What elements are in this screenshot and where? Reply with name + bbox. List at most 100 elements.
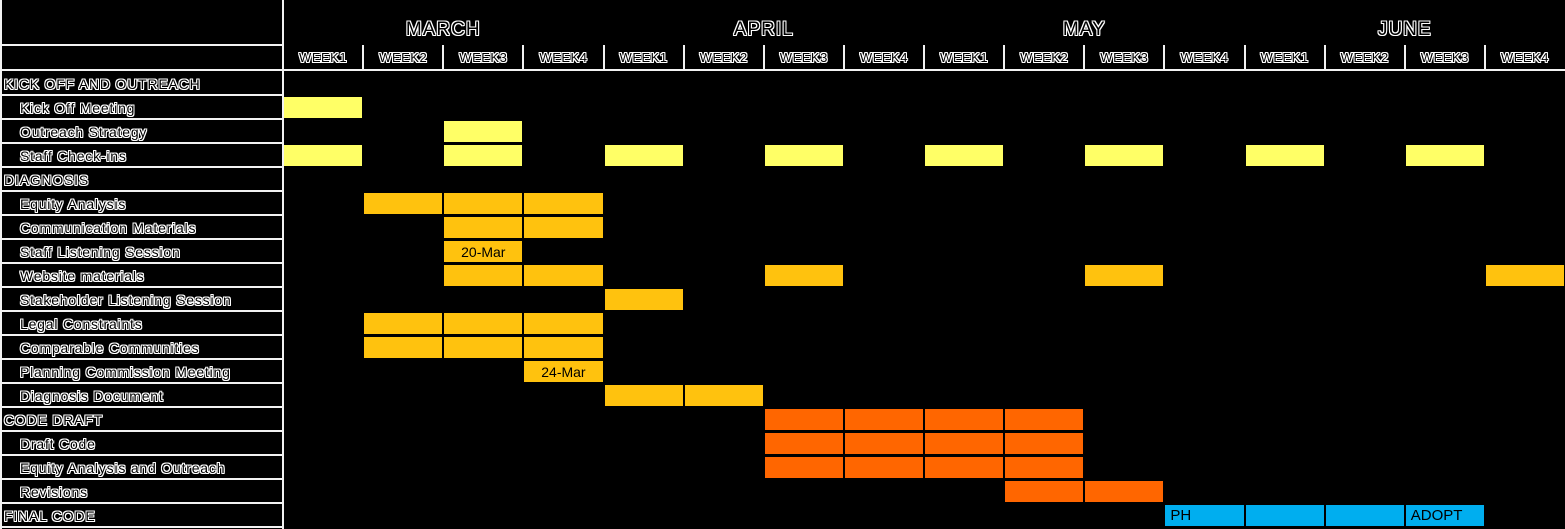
gantt-bar xyxy=(925,457,1004,478)
bar-label: ADOPT xyxy=(1410,507,1463,524)
task-row-label: Kick Off Meeting xyxy=(20,99,136,116)
grid-line-header-split xyxy=(0,44,283,46)
week-header: WEEK3 xyxy=(1420,50,1469,65)
grid-line-week-separator xyxy=(442,45,445,69)
gantt-bar xyxy=(444,217,523,238)
gantt-bar xyxy=(925,409,1004,430)
week-header: WEEK1 xyxy=(299,50,348,65)
gantt-bar xyxy=(1405,145,1484,166)
grid-line-row xyxy=(0,478,283,480)
gantt-bar xyxy=(1085,145,1164,166)
month-header: MARCH xyxy=(405,19,481,40)
grid-line-row xyxy=(0,502,283,504)
month-header: APRIL xyxy=(733,19,794,40)
grid-line-week-separator xyxy=(842,45,845,69)
week-header: WEEK4 xyxy=(1500,50,1549,65)
gantt-bar xyxy=(364,337,443,358)
task-row-label: Outreach Strategy xyxy=(20,123,148,140)
grid-line-row xyxy=(0,430,283,432)
gantt-bar xyxy=(604,289,683,310)
month-header: JUNE xyxy=(1377,19,1432,40)
grid-line-row xyxy=(0,214,283,216)
week-header: WEEK2 xyxy=(699,50,748,65)
gantt-bar xyxy=(1085,481,1164,502)
week-header: WEEK4 xyxy=(1180,50,1229,65)
task-row-label: Equity Analysis xyxy=(20,195,127,212)
gantt-bar xyxy=(284,145,363,166)
week-header: WEEK2 xyxy=(1020,50,1069,65)
task-row-label: Staff Listening Session xyxy=(20,243,181,260)
gantt-bar xyxy=(764,457,843,478)
grid-line-row xyxy=(0,382,283,384)
task-row-label: Equity Analysis and Outreach xyxy=(20,459,226,476)
week-header: WEEK2 xyxy=(1340,50,1389,65)
gantt-bar: 24-Mar xyxy=(524,361,603,382)
grid-line-row xyxy=(0,454,283,456)
grid-line-week-separator xyxy=(362,45,365,69)
gantt-bar xyxy=(1005,409,1084,430)
gantt-bar xyxy=(844,457,923,478)
task-row-label: Diagnosis Document xyxy=(20,387,164,404)
grid-line-week-separator xyxy=(522,45,525,69)
month-header: MAY xyxy=(1062,19,1106,40)
gantt-bar xyxy=(764,409,843,430)
gantt-bar: PH xyxy=(1165,505,1244,526)
gantt-bar xyxy=(524,265,603,286)
week-header: WEEK3 xyxy=(1100,50,1149,65)
grid-line-row xyxy=(0,118,283,120)
section-row-label: KICK OFF AND OUTREACH xyxy=(4,75,201,92)
grid-line-label-divider xyxy=(282,0,284,529)
week-header: WEEK4 xyxy=(539,50,588,65)
week-header: WEEK1 xyxy=(1260,50,1309,65)
task-row-label: Revisions xyxy=(20,483,88,500)
bar-label: PH xyxy=(1170,507,1192,524)
gantt-bar xyxy=(1085,265,1164,286)
grid-line-week-separator xyxy=(1483,45,1486,69)
gantt-bar xyxy=(444,193,523,214)
grid-line-row xyxy=(0,142,283,144)
gantt-bar xyxy=(684,385,763,406)
grid-line-week-separator xyxy=(1323,45,1326,69)
grid-line-row xyxy=(0,286,283,288)
gantt-bar xyxy=(1325,505,1404,526)
gantt-bar xyxy=(524,193,603,214)
grid-line-week-separator xyxy=(1163,45,1166,69)
bar-label: 24-Mar xyxy=(541,363,586,380)
task-row-label: Communication Materials xyxy=(20,219,197,236)
grid-line-row xyxy=(0,166,283,168)
grid-line-row xyxy=(0,262,283,264)
gantt-bar xyxy=(1005,457,1084,478)
gantt-bar xyxy=(444,121,523,142)
week-header: WEEK1 xyxy=(619,50,668,65)
gantt-bar xyxy=(925,433,1004,454)
grid-line-week-separator xyxy=(602,45,605,69)
gantt-bar: ADOPT xyxy=(1405,505,1484,526)
grid-line-row xyxy=(0,526,283,528)
grid-line-row xyxy=(0,238,283,240)
grid-line-week-separator xyxy=(762,45,765,69)
gantt-bar xyxy=(444,265,523,286)
gantt-bar xyxy=(764,145,843,166)
gantt-bar xyxy=(1245,145,1324,166)
grid-line-week-separator xyxy=(1003,45,1006,69)
gantt-bar xyxy=(1485,265,1564,286)
grid-line-header-bottom xyxy=(0,69,1565,71)
gantt-bar xyxy=(844,433,923,454)
grid-line-week-separator xyxy=(1083,45,1086,69)
grid-line-row xyxy=(0,406,283,408)
gantt-bar xyxy=(604,385,683,406)
week-header: WEEK3 xyxy=(459,50,508,65)
gantt-bar xyxy=(1245,505,1324,526)
section-row-label: FINAL CODE xyxy=(4,507,96,524)
week-header: WEEK4 xyxy=(859,50,908,65)
task-row-label: Comparable Communities xyxy=(20,339,200,356)
task-row-label: Stakeholder Listening Session xyxy=(20,291,232,308)
grid-line-row xyxy=(0,358,283,360)
task-row-label: Staff Check-ins xyxy=(20,147,127,164)
task-row-label: Planning Commission Meeting xyxy=(20,363,231,380)
bar-label: 20-Mar xyxy=(461,243,506,260)
grid-line-week-separator xyxy=(682,45,685,69)
gantt-bar xyxy=(1005,481,1084,502)
grid-line-week-separator xyxy=(923,45,925,69)
